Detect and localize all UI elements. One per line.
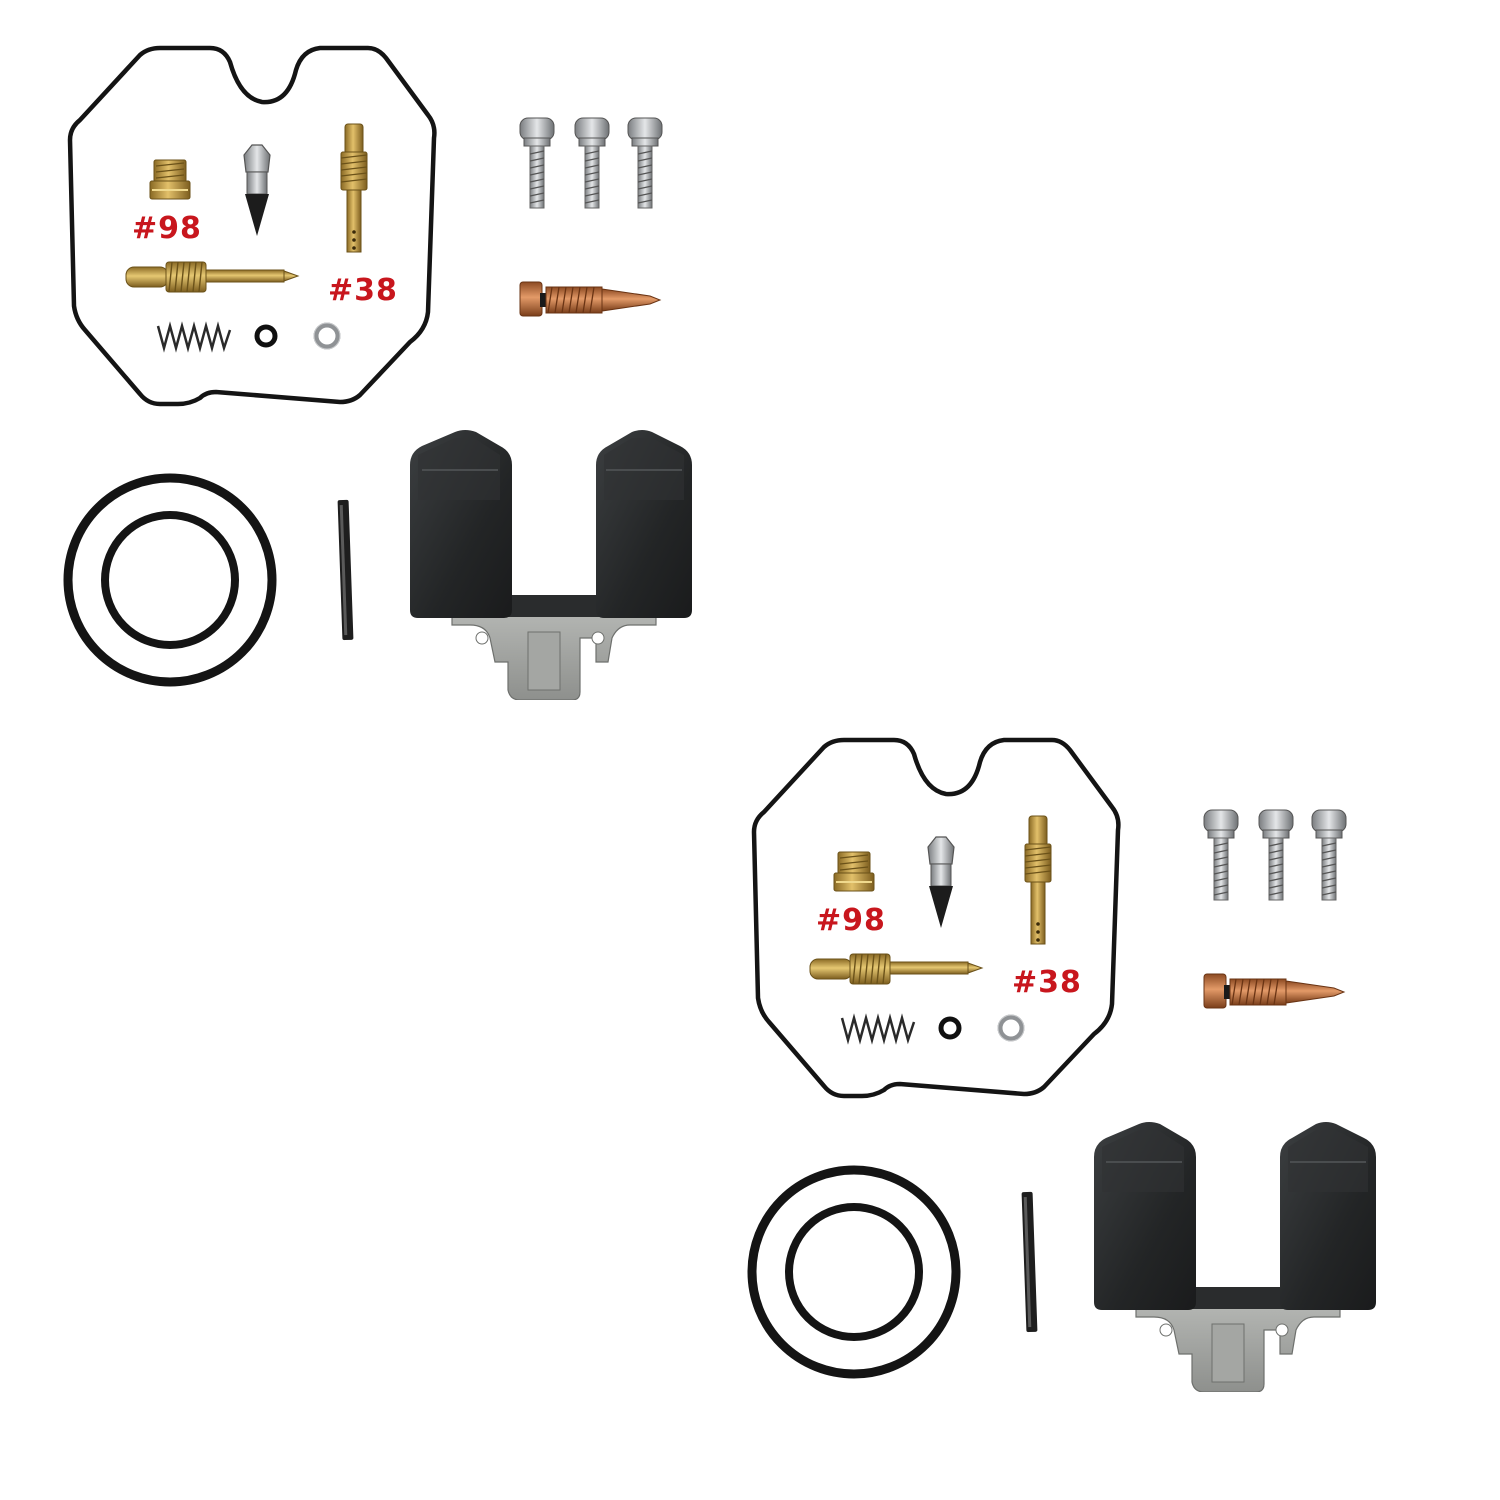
carburetor-kit-art (747, 737, 1376, 1392)
pilot-jet-size-label: #38 (328, 273, 398, 308)
gasket-icon (751, 737, 1121, 1099)
washer-icon (997, 1014, 1025, 1042)
pilot-jet-size-label: #38 (1012, 965, 1082, 1000)
float-needle-icon (243, 144, 271, 236)
carburetor-kit-art (63, 45, 692, 700)
carburetor-rebuild-kit: #98 #38 (0, 0, 700, 700)
mixture-screw-icon (809, 953, 984, 985)
main-jet-size-label: #98 (132, 211, 202, 246)
spring-icon (840, 1013, 916, 1045)
air-screw-icon (1203, 973, 1346, 1009)
main-jet-icon (833, 851, 875, 892)
bowl-screw-icon (1258, 809, 1294, 901)
spring-icon (156, 321, 232, 353)
bowl-screw-icon (627, 117, 663, 209)
air-screw-icon (519, 281, 662, 317)
bowl-screw-icon (519, 117, 555, 209)
float-icon (410, 430, 692, 700)
float-needle-icon (927, 836, 955, 928)
mixture-screw-icon (125, 261, 300, 293)
float-icon (1094, 1122, 1376, 1392)
bowl-screw-icon (574, 117, 610, 209)
gasket-icon (67, 45, 437, 407)
carburetor-rebuild-kit: #98 #38 (684, 692, 1384, 1392)
bowl-o-ring-icon (63, 473, 277, 687)
main-jet-size-label: #98 (816, 903, 886, 938)
pilot-jet-icon (1024, 815, 1052, 945)
bowl-o-ring-icon (747, 1165, 961, 1379)
pilot-jet-icon (340, 123, 368, 253)
main-jet-icon (149, 159, 191, 200)
washer-icon (313, 322, 341, 350)
o-ring-icon (254, 324, 278, 348)
bowl-screw-icon (1311, 809, 1347, 901)
o-ring-icon (938, 1016, 962, 1040)
bowl-screw-icon (1203, 809, 1239, 901)
